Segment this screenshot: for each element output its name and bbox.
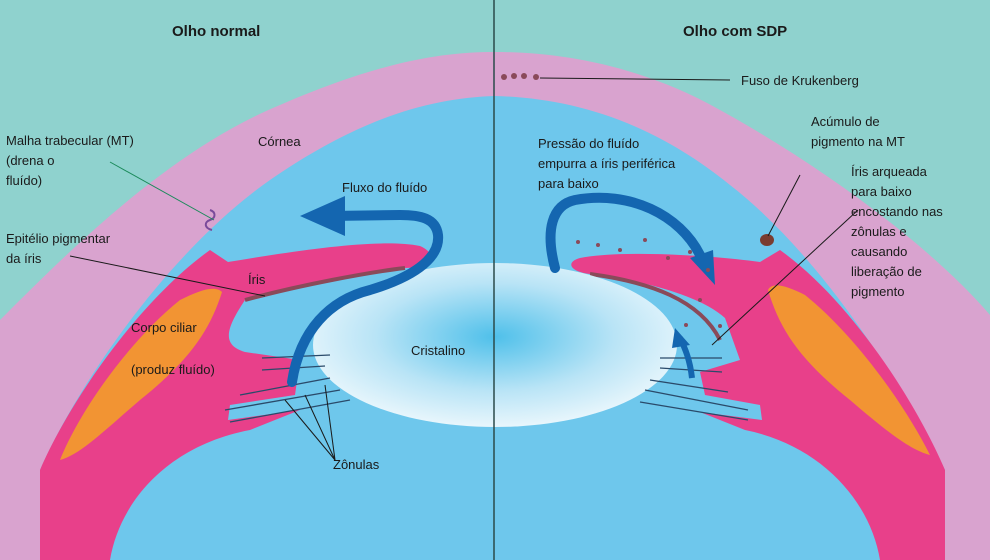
label-iris-bowed-5: causando bbox=[851, 244, 908, 259]
label-trabecular-2: (drena o bbox=[6, 153, 55, 168]
label-iris: Íris bbox=[248, 272, 266, 287]
label-pressure-3: para baixo bbox=[538, 176, 599, 191]
fluid-flow-arrowhead-left bbox=[300, 196, 345, 236]
small-flow-arrowhead-right bbox=[672, 328, 690, 348]
title-normal-eye: Olho normal bbox=[172, 23, 261, 40]
pigment-accum-pointer bbox=[767, 174, 801, 237]
krukenberg-spindle bbox=[501, 73, 539, 80]
trabecular-meshwork-left bbox=[204, 209, 216, 231]
label-krukenberg: Fuso de Krukenberg bbox=[741, 73, 859, 88]
trabecular-pointer bbox=[109, 161, 215, 221]
label-iris-bowed-7: pigmento bbox=[851, 284, 905, 299]
label-iris-bowed-1: Íris arqueada bbox=[851, 164, 927, 179]
label-trabecular-3: fluído) bbox=[6, 173, 43, 188]
label-iris-bowed-6: liberação de bbox=[851, 264, 922, 279]
label-cornea: Córnea bbox=[258, 134, 301, 149]
label-iris-bowed-4: zônulas e bbox=[851, 224, 907, 239]
label-iris-bowed-2: para baixo bbox=[851, 184, 912, 199]
label-zonules: Zônulas bbox=[333, 457, 380, 472]
fluid-pressure-arrow-right bbox=[545, 192, 705, 273]
pigment-particles bbox=[576, 238, 722, 328]
label-pressure-1: Pressão do fluído bbox=[538, 136, 640, 151]
label-pigment-accum-2: pigmento na MT bbox=[811, 134, 905, 149]
label-pigment-accum-1: Acúmulo de bbox=[811, 114, 880, 129]
epithelium-pointer bbox=[69, 255, 266, 297]
fluid-pressure-arrowhead-right bbox=[690, 250, 715, 285]
zonule-pointers bbox=[284, 384, 336, 461]
ciliary-tissue-right bbox=[571, 250, 945, 560]
label-ciliary-body: Corpo ciliar bbox=[131, 320, 197, 335]
krukenberg-pointer bbox=[539, 77, 731, 81]
lens bbox=[313, 263, 677, 427]
label-trabecular-1: Malha trabecular (MT) bbox=[6, 133, 134, 148]
label-pressure-2: empurra a íris periférica bbox=[538, 156, 676, 171]
label-ciliary-note: (produz fluído) bbox=[131, 362, 215, 377]
label-fluid-flow: Fluxo do fluído bbox=[342, 180, 428, 195]
ciliary-body-left bbox=[60, 288, 222, 460]
iris-bowed-pointer bbox=[711, 209, 859, 346]
label-epithelium-1: Epitélio pigmentar bbox=[6, 231, 111, 246]
label-lens: Cristalino bbox=[411, 343, 466, 358]
label-iris-bowed-3: encostando nas bbox=[851, 204, 943, 219]
iris-edge-left bbox=[244, 266, 406, 302]
label-epithelium-2: da íris bbox=[6, 251, 42, 266]
fluid-flow-arrow-left bbox=[287, 209, 444, 387]
pigment-accumulation bbox=[760, 234, 774, 246]
iris-edge-right bbox=[589, 272, 722, 341]
ciliary-tissue-left bbox=[40, 243, 431, 560]
title-sdp-eye: Olho com SDP bbox=[683, 23, 788, 40]
ciliary-body-right bbox=[768, 285, 930, 455]
